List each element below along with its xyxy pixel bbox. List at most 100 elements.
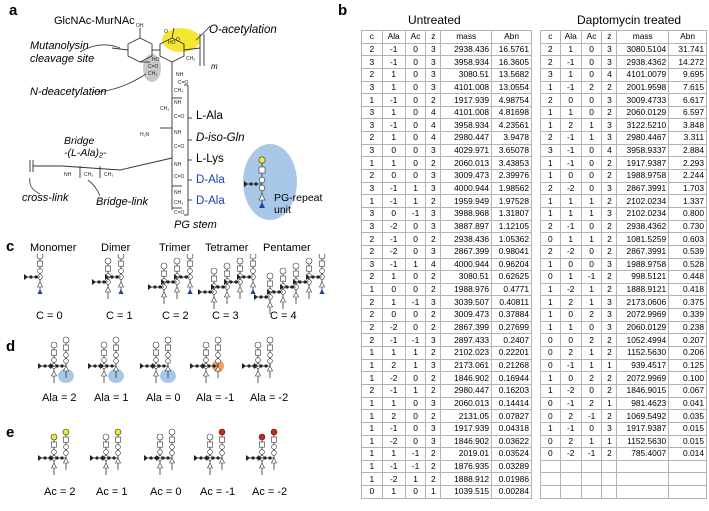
- table-cell: 2: [361, 232, 383, 246]
- table-cell: 1: [580, 295, 603, 310]
- table-cell: 2.244: [668, 169, 707, 183]
- residue-glyph: [51, 357, 57, 363]
- table-cell: 0.07827: [491, 409, 532, 423]
- table-cell: 2938.436: [440, 42, 493, 57]
- table-cell: 6.617: [668, 93, 707, 107]
- table-cell: 0.01986: [491, 472, 532, 487]
- panel-label-e: e: [6, 424, 15, 441]
- table-cell: 2: [425, 409, 442, 423]
- table-cell: 1: [381, 295, 406, 310]
- table-cell: 2: [425, 459, 442, 474]
- residue-glyph: [157, 449, 163, 455]
- table-cell: 4: [601, 143, 618, 158]
- bridge-arrow: [38, 363, 42, 369]
- murnac-glyph: [112, 336, 120, 344]
- table-cell: 3039.507: [440, 295, 493, 310]
- table-cell: 2: [361, 333, 383, 348]
- table-cell: 2867.3991: [616, 181, 670, 196]
- table-cell: 2: [361, 383, 383, 398]
- table-cell: 1: [540, 118, 561, 133]
- table-cell: 0: [404, 409, 427, 423]
- table-cell: 2: [540, 244, 561, 259]
- table-cell: 3: [425, 244, 442, 259]
- table-cell: 1917.9387: [616, 421, 670, 436]
- glcnac-glyph: [207, 441, 213, 448]
- bridge-ala: [105, 364, 109, 368]
- table-cell: 3122.5210: [616, 118, 670, 133]
- table-cell: 0: [381, 206, 406, 221]
- table-cell: 0.03289: [491, 459, 532, 474]
- table-cell: 2: [559, 434, 582, 449]
- table-cell: 2: [580, 308, 603, 322]
- table-cell: 3: [361, 181, 383, 196]
- table-cell: 0.2407: [491, 333, 532, 348]
- table-cell: 1: [580, 434, 603, 449]
- bridge-ala: [145, 364, 149, 368]
- table-cell: 2: [601, 447, 618, 461]
- murnac-glyph: [258, 433, 266, 441]
- murnac-glyph: [173, 257, 181, 265]
- bridge-arrow: [293, 279, 297, 285]
- table-cell: 0: [404, 105, 427, 120]
- bridge-ala: [247, 275, 251, 279]
- table-cell: 0: [381, 282, 406, 297]
- d-ala-glyph: [37, 289, 43, 294]
- col-header: z: [601, 30, 618, 44]
- table-cell: 2: [601, 169, 618, 183]
- table-cell: -2: [381, 320, 406, 335]
- table-cell: 1917.9387: [616, 156, 670, 171]
- pg-repeat-bubble: [243, 144, 297, 220]
- table-cell: -1: [381, 232, 406, 246]
- table-cell: 4101.008: [440, 80, 493, 95]
- residue-glyph: [219, 450, 225, 456]
- table-cell: [616, 485, 670, 499]
- murnac-glyph: [160, 262, 168, 270]
- table-cell: 0.4771: [491, 282, 532, 297]
- bridge-ala: [259, 364, 263, 368]
- bridge-ala: [162, 364, 166, 368]
- glcnac-glyph: [115, 436, 121, 443]
- table-cell: 1: [540, 308, 561, 322]
- table-cell: 2: [559, 295, 582, 310]
- table-cell: 2: [601, 371, 618, 385]
- svg-text:OH: OH: [136, 23, 144, 29]
- table-cell: -1: [404, 447, 427, 461]
- table-cell: 6.597: [668, 105, 707, 120]
- table-cell: 2102.0234: [616, 194, 670, 208]
- residue-glyph: [267, 352, 273, 358]
- table-cell: 2: [425, 320, 442, 335]
- residue-glyph: [165, 352, 171, 358]
- table-cell: 3: [425, 67, 442, 82]
- table-cell: 2: [540, 131, 561, 145]
- residue-glyph: [115, 450, 121, 456]
- table-cell: 1988.9758: [616, 169, 670, 183]
- table-cell: 1846.902: [440, 434, 493, 449]
- bridge-ala: [290, 285, 294, 289]
- residue-l-ala: L-Ala: [196, 110, 223, 122]
- table-cell: 1959.949: [440, 194, 493, 208]
- glcnac-glyph: [187, 260, 193, 267]
- table-cell: 1: [540, 371, 561, 385]
- table-cell: 2867.399: [440, 244, 493, 259]
- glcnac-glyph: [271, 436, 277, 443]
- table-cell: 3: [425, 421, 442, 436]
- table-cell: 2173.0606: [616, 295, 670, 310]
- table-cell: 2: [601, 105, 618, 120]
- table-cell: 1: [425, 485, 442, 499]
- table-cell: 1.31807: [491, 206, 532, 221]
- table-cell: 2: [601, 219, 618, 234]
- residue-glyph: [207, 449, 213, 455]
- table-cell: 939.4517: [616, 358, 670, 373]
